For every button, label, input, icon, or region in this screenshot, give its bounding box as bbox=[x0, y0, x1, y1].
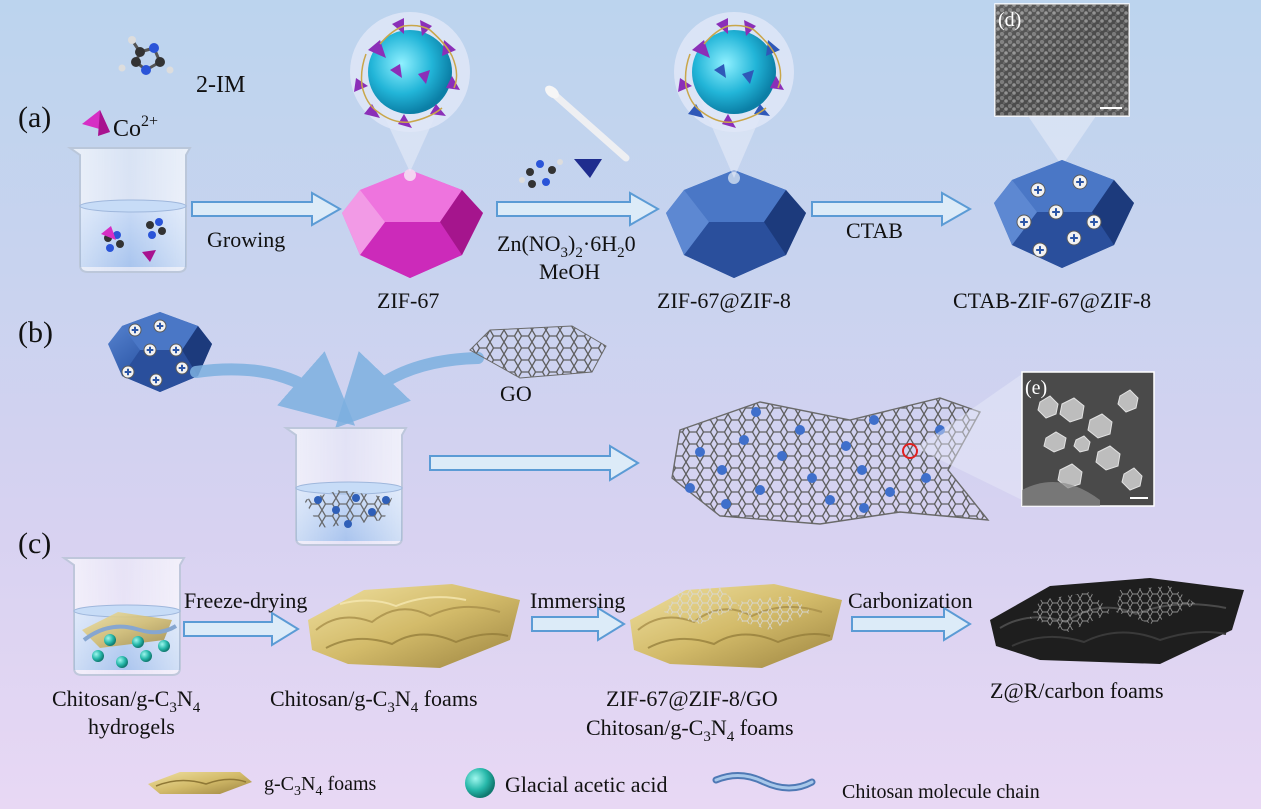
panel-label-b: (b) bbox=[18, 316, 53, 349]
zif-particle bbox=[859, 503, 869, 513]
zif-particle bbox=[825, 495, 835, 505]
foam2-label-line1: ZIF-67@ZIF-8/GO bbox=[606, 686, 778, 711]
zif-particle bbox=[739, 435, 749, 445]
product-ctab-label: CTAB-ZIF-67@ZIF-8 bbox=[953, 288, 1151, 313]
panel-label-c: (c) bbox=[18, 527, 51, 560]
step-ctab-label: CTAB bbox=[846, 218, 903, 243]
zif-particle bbox=[869, 415, 879, 425]
chitosan-foam-2 bbox=[630, 584, 842, 668]
zif-particle bbox=[807, 473, 817, 483]
solvent-label: MeOH bbox=[539, 259, 600, 284]
zif-particle bbox=[777, 451, 787, 461]
zif-particle bbox=[857, 465, 867, 475]
ligand-label: 2-IM bbox=[196, 72, 245, 98]
ctab-zif-crystal bbox=[994, 160, 1134, 268]
foam2-label-line2: Chitosan/g-C3N4 foams bbox=[586, 715, 794, 745]
zif-particle bbox=[935, 425, 945, 435]
zoom-cone-e bbox=[916, 374, 1022, 500]
zif-particle bbox=[717, 465, 727, 475]
arrow-growing bbox=[191, 191, 343, 227]
graphene-oxide-sheet bbox=[469, 325, 607, 379]
arrow-zn-step bbox=[496, 191, 661, 227]
arrow-carbonization bbox=[851, 606, 972, 642]
zif67-zif8-crystal bbox=[666, 170, 806, 278]
product-zif67-label: ZIF-67 bbox=[377, 288, 439, 313]
step-immersing-label: Immersing bbox=[530, 588, 625, 613]
zif-particle bbox=[721, 499, 731, 509]
cobalt-tetrahedron-icon bbox=[82, 110, 110, 136]
arrow-ctab bbox=[811, 191, 973, 227]
legend-chitosan-label: Chitosan molecule chain bbox=[842, 781, 1040, 803]
foam1-label: Chitosan/g-C3N4 foams bbox=[270, 686, 478, 716]
zif-particle bbox=[755, 485, 765, 495]
beaker-b bbox=[282, 427, 408, 546]
reagent-zn-label: Zn(NO3)2·6H20 bbox=[497, 231, 636, 261]
zif67-crystal bbox=[342, 169, 483, 278]
zif-particle bbox=[841, 441, 851, 451]
beaker-a bbox=[66, 147, 192, 273]
positive-charge-icons bbox=[1016, 174, 1102, 258]
metal-ion-label: Co2+ bbox=[113, 113, 158, 142]
legend-foam-swatch bbox=[148, 772, 252, 794]
sem-image-e bbox=[1021, 371, 1155, 507]
legend-foam-label: g-C3N4 foams bbox=[264, 773, 377, 799]
chitosan-foam-1 bbox=[308, 584, 520, 668]
panel-label-a: (a) bbox=[18, 101, 51, 134]
imidazole-molecule-icon bbox=[118, 36, 174, 75]
go-label: GO bbox=[500, 381, 532, 406]
zoom-cone-d bbox=[1028, 116, 1096, 166]
positive-charge-icons-small bbox=[121, 319, 189, 387]
step-carbonization-label: Carbonization bbox=[848, 588, 973, 613]
legend-acetic-acid-ball-icon bbox=[465, 768, 495, 798]
start-label-line1: Chitosan/g-C3N4 bbox=[52, 686, 201, 716]
zif-go-composite-sheet bbox=[671, 397, 990, 525]
panel-label-e: (e) bbox=[1025, 377, 1047, 399]
step-freeze-drying-label: Freeze-drying bbox=[184, 588, 307, 613]
zinc-tetrahedron-icon bbox=[574, 159, 602, 178]
zif-particle bbox=[921, 473, 931, 483]
zif67-framework-sphere bbox=[350, 12, 470, 132]
zif67-zif8-framework-sphere bbox=[674, 12, 794, 132]
step-growing-label: Growing bbox=[207, 227, 285, 252]
beaker-c bbox=[60, 557, 186, 676]
sem-image-d bbox=[994, 3, 1130, 117]
arrow-freeze-drying bbox=[183, 611, 300, 647]
legend-acetic-acid-label: Glacial acetic acid bbox=[505, 772, 667, 797]
zif-particle bbox=[795, 425, 805, 435]
arrow-go-to-beaker bbox=[335, 351, 484, 429]
highlight-circle bbox=[902, 443, 918, 459]
arrow-immersing bbox=[531, 606, 626, 642]
panel-label-d: (d) bbox=[998, 9, 1021, 31]
start-label-line2: hydrogels bbox=[88, 714, 175, 739]
product-zif67-zif8-label: ZIF-67@ZIF-8 bbox=[657, 288, 791, 313]
pipette-icon bbox=[545, 85, 630, 162]
zif-particle bbox=[751, 407, 761, 417]
zif-particle bbox=[695, 447, 705, 457]
imidazole-small-icon bbox=[519, 159, 563, 188]
final-product-label: Z@R/carbon foams bbox=[990, 678, 1164, 703]
arrow-assembly bbox=[429, 444, 640, 482]
carbon-foam bbox=[990, 578, 1244, 664]
arrow-crystal-to-beaker bbox=[190, 351, 356, 426]
zif-particle bbox=[685, 483, 695, 493]
zif-particle bbox=[885, 487, 895, 497]
